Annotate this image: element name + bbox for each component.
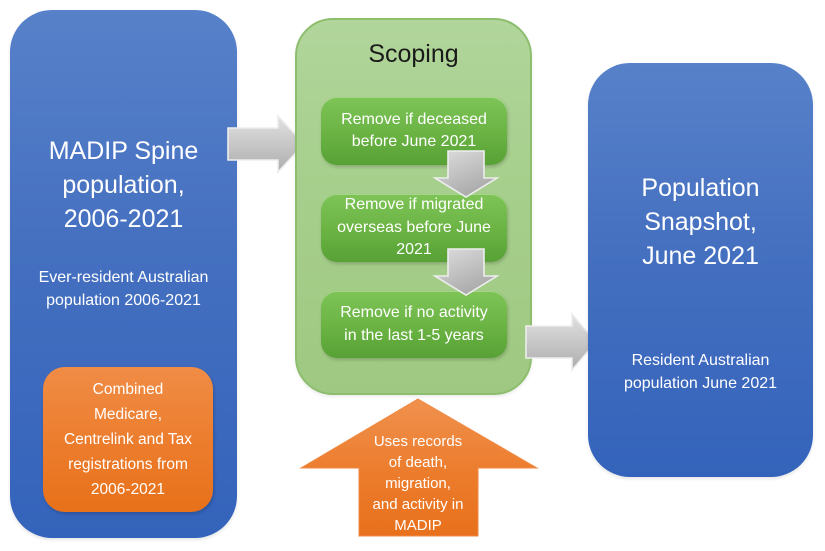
scoping-panel-title: Scoping [368,40,459,68]
uses-records-up-arrow-icon [299,398,539,537]
population-snapshot-box: Population Snapshot, June 2021 Resident … [588,63,813,477]
step-remove-migrated-text: Remove if migrated overseas before June … [337,196,491,259]
arrow-right-source-to-scoping-icon [227,113,306,175]
result-box-title: Population Snapshot, June 2021 [641,174,760,270]
step-remove-no-activity-text: Remove if no activity in the last 1-5 ye… [340,304,488,344]
arrow-right-scoping-to-result-icon [525,311,598,373]
uses-records-arrow-label: Uses records of death, migration, and ac… [372,433,464,534]
result-box-subtitle: Resident Australian population June 2021 [623,352,778,392]
registrations-note-text: Combined Medicare, Centrelink and Tax re… [63,381,193,498]
step-remove-no-activity: Remove if no activity in the last 1-5 ye… [321,291,507,358]
registrations-note-box: Combined Medicare, Centrelink and Tax re… [43,367,213,512]
madip-spine-population-box: MADIP Spine population, 2006-2021 Ever-r… [10,10,237,538]
source-box-subtitle: Ever-resident Australian population 2006… [38,269,209,309]
step-remove-deceased-text: Remove if deceased before June 2021 [341,110,487,151]
source-box-title: MADIP Spine population, 2006-2021 [48,137,199,233]
arrow-down-step2-to-step3-icon [432,248,500,296]
arrow-down-step1-to-step2-icon [432,150,500,198]
